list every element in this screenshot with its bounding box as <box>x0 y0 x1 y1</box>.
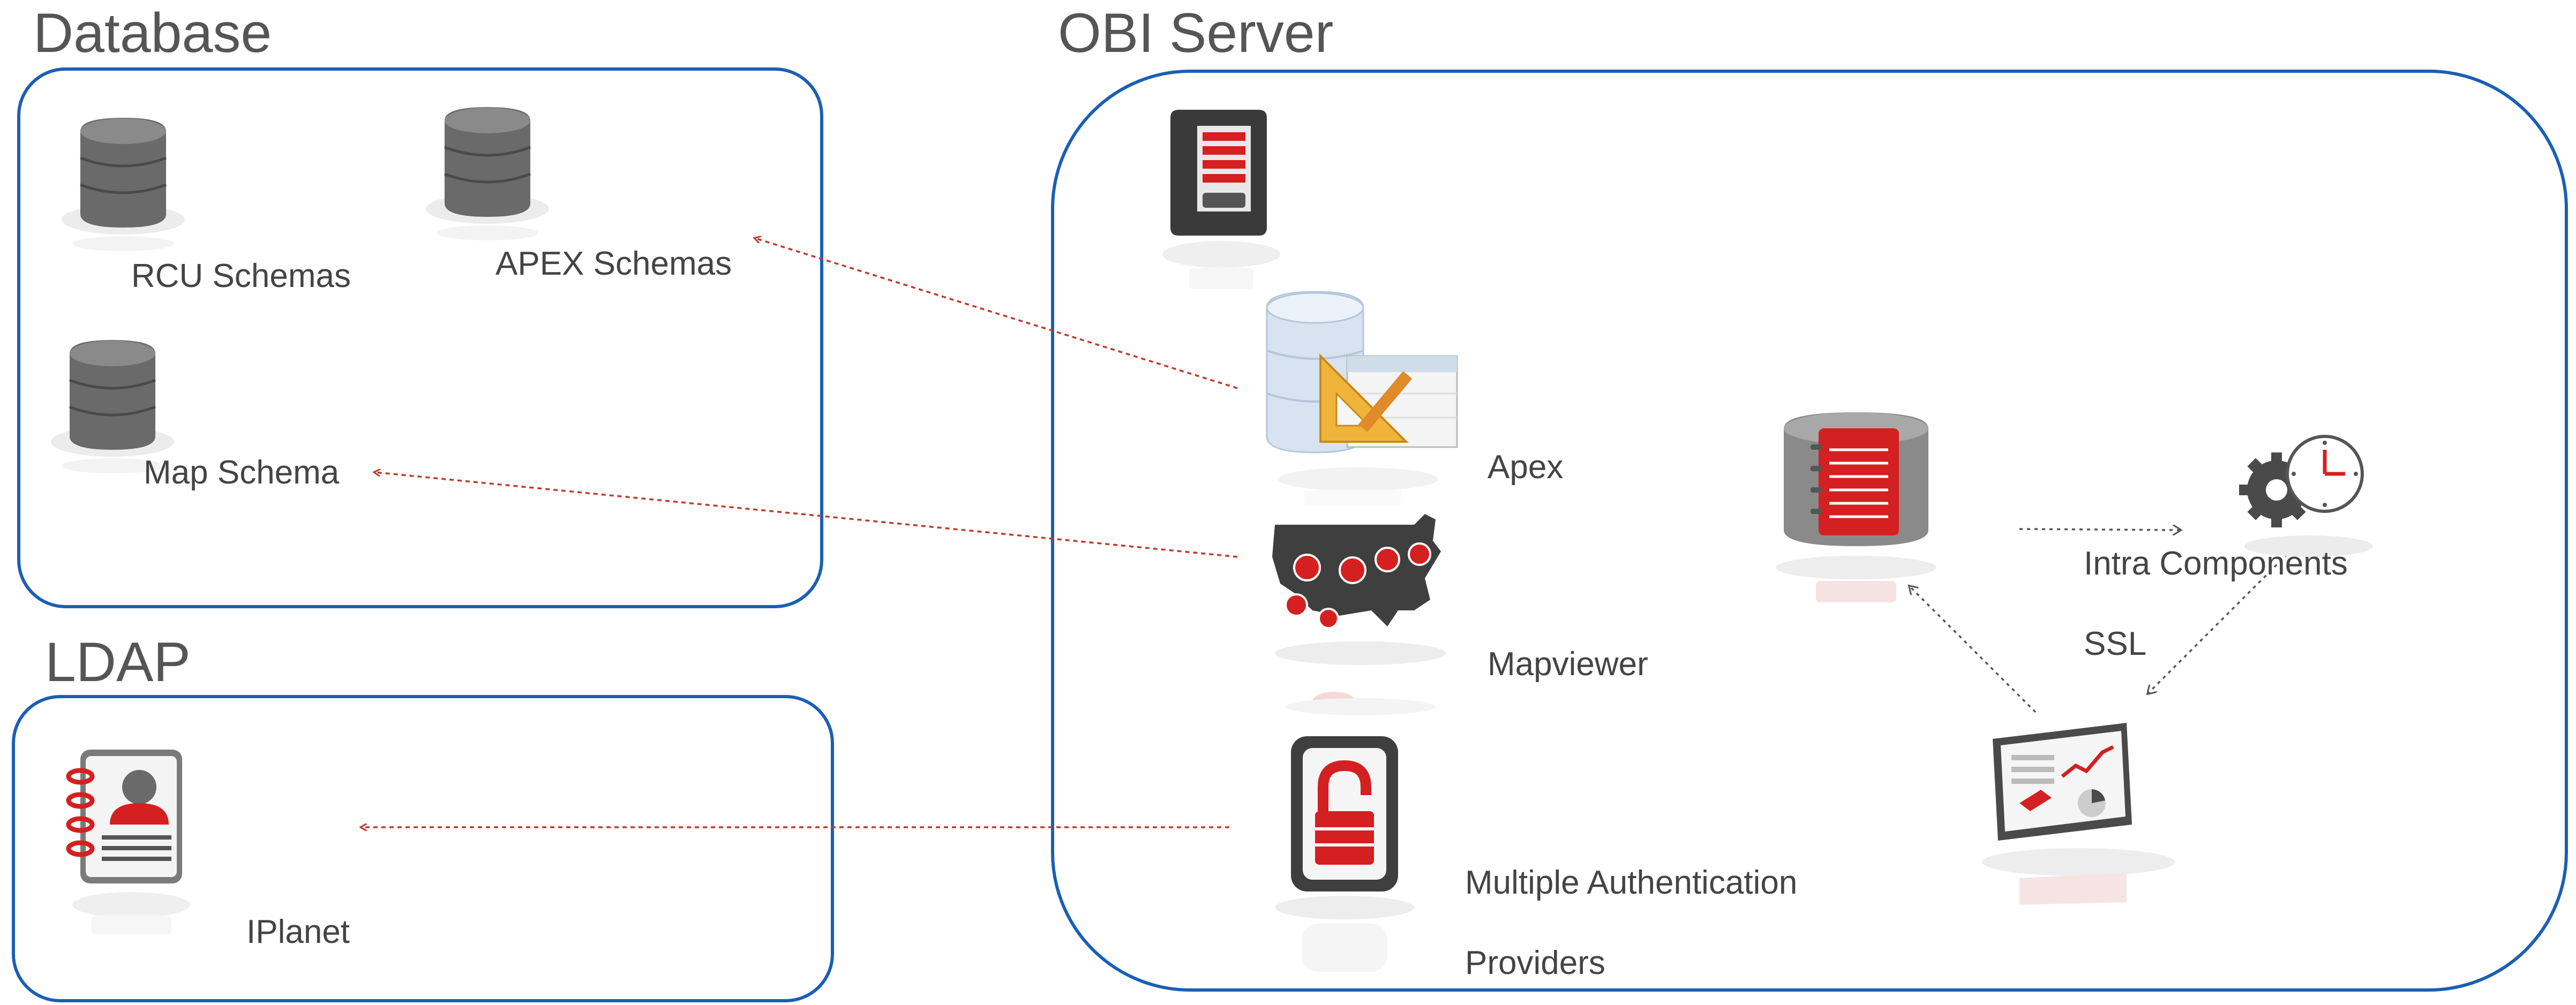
ssl-label: SSL <box>2084 625 2147 662</box>
mapviewer-to-map-schema-arrow <box>375 472 1238 558</box>
apex-label: Apex <box>1488 449 1564 486</box>
apex-to-apex-schemas-arrow <box>755 238 1238 389</box>
usa-map-icon <box>1272 514 1446 715</box>
database-group-title: Database <box>33 2 272 64</box>
rcu-schemas-label: RCU Schemas <box>131 258 351 294</box>
database-cylinder-icon <box>51 340 174 473</box>
database-group-box <box>17 67 823 608</box>
database-cylinder-icon <box>62 118 185 251</box>
intra-components-label: Intra Components <box>2084 545 2348 582</box>
obi-server-group-title: OBI Server <box>1058 2 1334 64</box>
notebook-to-gear-arrow <box>2019 529 2180 530</box>
auth-providers-label-line1: Multiple Authentication <box>1465 864 1798 901</box>
gear-to-dashboard-arrow <box>2148 553 2288 693</box>
iplanet-label: IPlanet <box>246 913 350 950</box>
obi-server-group-box <box>1051 70 2568 992</box>
address-book-icon <box>66 750 190 934</box>
database-cylinder-icon <box>426 107 549 240</box>
auth-providers-label-line2: Providers <box>1465 944 1605 981</box>
map-schema-label: Map Schema <box>144 454 340 491</box>
server-tower-icon <box>1162 110 1280 289</box>
gear-clock-icon <box>2239 435 2373 557</box>
ldap-group-box <box>12 695 834 1002</box>
database-design-icon <box>1266 291 1458 506</box>
mapviewer-label: Mapviewer <box>1488 646 1648 683</box>
padlock-icon <box>1275 736 1414 972</box>
notebook-cylinder-icon <box>1776 412 1936 602</box>
dashboard-icon <box>1982 723 2175 905</box>
apex-schemas-label: APEX Schemas <box>495 245 732 282</box>
ldap-group-title: LDAP <box>45 631 191 693</box>
